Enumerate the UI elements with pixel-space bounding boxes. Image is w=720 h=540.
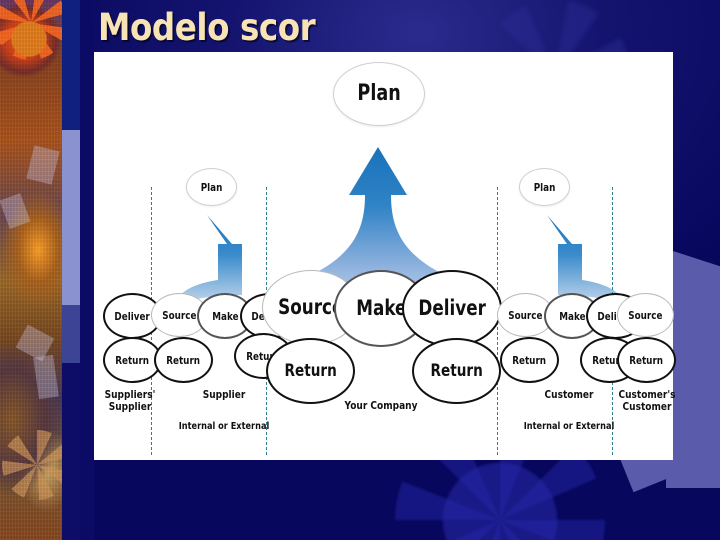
oval-label: Return [512, 353, 547, 367]
oval-label: Deliver [597, 309, 634, 323]
oval-label: Return [629, 353, 664, 367]
orange-gear-hub-icon [4, 14, 54, 64]
caption-text: Customer [544, 388, 594, 401]
oval-label: Source [628, 308, 663, 322]
oval-label: Return [166, 353, 201, 367]
left-flow-arrow-icon [178, 215, 242, 304]
oval-label: Plan [357, 81, 401, 106]
caption-text: Customer's Customer [618, 388, 676, 414]
oval-company-deliver[interactable]: Deliver [402, 270, 502, 347]
oval-label: Return [430, 360, 483, 381]
oval-label: Deliver [114, 309, 151, 323]
oval-label: Plan [200, 180, 223, 194]
oval-label: Source [162, 308, 197, 322]
oval-company-return-1[interactable]: Return [266, 338, 355, 404]
right-flow-arrow-icon [547, 215, 622, 304]
oval-label: Source [278, 295, 344, 319]
oval-label: Source [508, 308, 543, 322]
oval-label: Deliver [418, 296, 486, 320]
oval-label: Make [355, 296, 407, 320]
oval-label: Return [246, 349, 281, 363]
oval-label: Make [558, 309, 586, 323]
oval-sup-sup-return[interactable]: Return [103, 337, 162, 383]
oval-customer-return-1[interactable]: Return [500, 337, 559, 383]
caption-supplier-internal-external: Internal or External [173, 421, 275, 432]
oval-cust-cust-source[interactable]: Source [617, 293, 674, 337]
caption-text: Supplier [202, 388, 246, 401]
accent-strip-top [62, 0, 80, 130]
oval-label: Return [115, 353, 150, 367]
oval-company-return-2[interactable]: Return [412, 338, 501, 404]
oval-cust-cust-return[interactable]: Return [617, 337, 676, 383]
decorative-art-band [0, 0, 62, 540]
accent-strip-bottom [62, 363, 80, 540]
caption-customer-internal-external: Internal or External [518, 421, 620, 432]
oval-plan-main[interactable]: Plan [333, 62, 425, 126]
page-title: Modelo scor [98, 6, 316, 49]
accent-strip-mid [62, 305, 80, 363]
accent-strip-inner [80, 0, 94, 540]
caption-text: Your Company [344, 399, 418, 412]
bottom-gear-icon [2, 430, 62, 500]
caption-customers-customer: Customer's Customer [617, 388, 676, 414]
oval-label: Return [592, 353, 627, 367]
caption-text: Suppliers' Supplier [104, 388, 156, 414]
oval-plan-customer[interactable]: Plan [519, 168, 570, 206]
caption-text: Internal or External [523, 421, 615, 432]
oval-label: Return [284, 360, 337, 381]
caption-suppliers-supplier: Suppliers' Supplier [97, 388, 163, 414]
oval-label: Plan [533, 180, 556, 194]
caption-your-company: Your Company [336, 399, 426, 412]
diagram-panel: Plan Plan Plan Deliver Return Suppliers'… [94, 52, 676, 460]
caption-customer: Customer [524, 388, 614, 401]
oval-supplier-return-1[interactable]: Return [154, 337, 213, 383]
caption-supplier: Supplier [183, 388, 265, 401]
accent-strip-light [62, 130, 80, 305]
oval-plan-supplier[interactable]: Plan [186, 168, 237, 206]
caption-text: Internal or External [178, 421, 270, 432]
oval-label: Make [211, 309, 239, 323]
